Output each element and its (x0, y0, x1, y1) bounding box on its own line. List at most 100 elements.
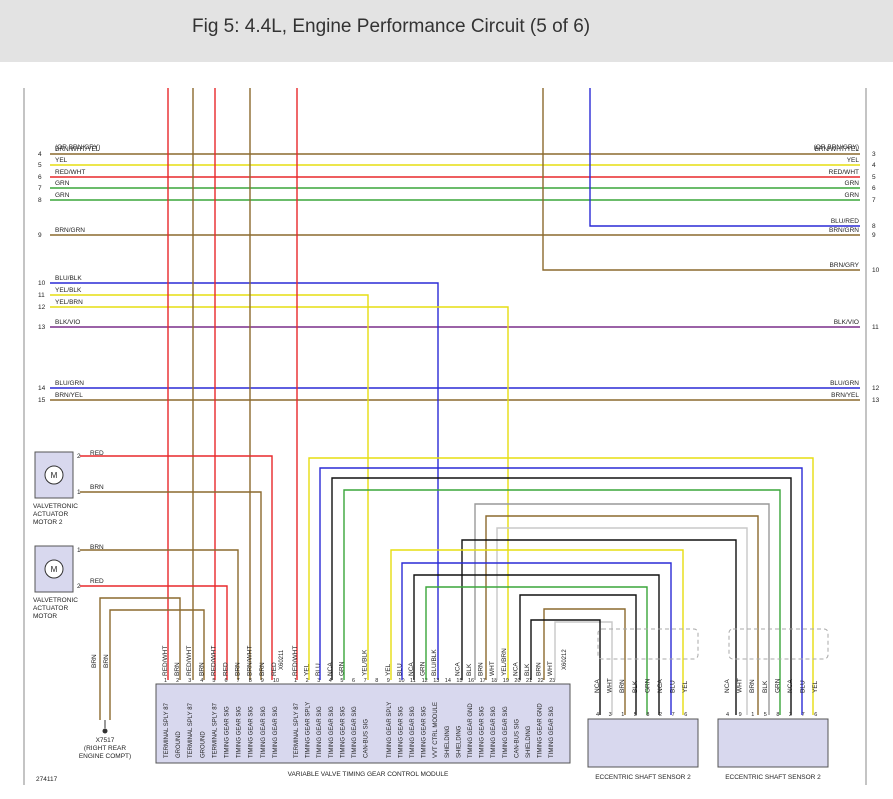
sensor-pin-wire: BLK (762, 680, 769, 693)
module-pin-number: 7 (237, 678, 240, 684)
module-pin-number: 18 (491, 678, 497, 684)
sensor-pin-number: 8 (646, 712, 649, 718)
sensor-pin-wire: WHT (737, 678, 744, 693)
module-pin-wire: NCA (408, 662, 415, 676)
sensor-wire (461, 539, 737, 715)
module-pin-wire: BRN/WHT (247, 646, 254, 676)
module-pin-wire: YEL/BRN (501, 648, 508, 676)
right-wire-label: YEL (847, 157, 860, 164)
motor-icon (44, 559, 64, 579)
sensor-pin-number: 4 (596, 712, 599, 718)
wire-blu-red (589, 88, 860, 227)
sensor-pin-wire: GRN (644, 678, 651, 693)
motor-label: MOTOR 2 (33, 519, 63, 526)
module-pin-number: 2 (306, 678, 309, 684)
module-pin-number: 6 (225, 678, 228, 684)
motor-label: MOTOR (33, 613, 57, 620)
right-pin-number: 9 (872, 232, 876, 239)
module-pin-function: TIMING GEAR SPLY (306, 702, 312, 758)
left-wire-label: BRN/YEL (55, 392, 83, 399)
module-pin-wire: WHT (547, 661, 554, 676)
module-pin-wire: NCA (327, 662, 334, 676)
sensor-pin-wire: YEL (682, 680, 689, 693)
sensor-pin-wire: NCA (657, 679, 664, 693)
sensor-pin-wire: GRN (774, 678, 781, 693)
sensor-wire (496, 527, 748, 715)
sensor-pin-number: 1 (751, 712, 754, 718)
module-pin-wire: GRN (338, 661, 345, 676)
module-pin-wire: BRN (478, 662, 485, 676)
module-pin-number: 23 (549, 678, 555, 684)
ground-label: (RIGHT REAR (84, 745, 126, 752)
module-pin-wire: BLK (524, 663, 531, 676)
sensor-pin-number: 1 (621, 712, 624, 718)
motor-symbol: M (51, 471, 58, 480)
left-wire-label: BLU/GRN (55, 380, 84, 387)
module-pin-number: 10 (273, 678, 279, 684)
module-pin-wire: RED/WHT (210, 646, 217, 676)
module-pin-function: TIMING GEAR SIG (422, 706, 428, 758)
module-pin-number: 16 (468, 678, 474, 684)
sensor-pin-number: 2 (789, 712, 792, 718)
motor-pin: 1 (77, 547, 81, 554)
ground-wire-label: BRN (103, 654, 110, 668)
module-pin-number: 9 (261, 678, 264, 684)
module-pin-function: SHIELDING (445, 725, 451, 758)
module-pin-function: TIMING GEAR SIG (352, 706, 358, 758)
ground-label: ENGINE COMPT) (79, 753, 131, 760)
control-module-label: VARIABLE VALVE TIMING GEAR CONTROL MODUL… (288, 771, 449, 778)
sensor-wire (390, 549, 684, 715)
motor-wire-label: BRN (90, 544, 104, 551)
left-pin-number: 12 (38, 304, 46, 311)
module-pin-function: GROUND (176, 731, 182, 758)
sensor-pin-number: 9 (739, 712, 742, 718)
right-wire-label: BRN/YEL (831, 392, 859, 399)
module-pin-number: 4 (329, 678, 332, 684)
left-wire-label: BLK/VIO (55, 319, 80, 326)
motor-pin: 2 (77, 583, 81, 590)
module-pin-function: SHIELDING (456, 725, 462, 758)
module-pin-wire: NCA (454, 662, 461, 676)
module-pin-wire: WHT (489, 661, 496, 676)
wire-yel-blk (50, 294, 369, 680)
control-module-box (155, 683, 571, 764)
module-pin-function: TIMING GEAR SIG (237, 706, 243, 758)
module-pin-function: TERMINAL SPLY 87 (164, 702, 170, 758)
module-pin-wire: BRN (536, 662, 543, 676)
sensor-wire (401, 562, 672, 715)
module-pin-function: TIMING GEAR SIG (225, 706, 231, 758)
module-pin-wire: BRN (198, 662, 205, 676)
module-pin-number: 15 (456, 678, 462, 684)
left-wire-label: YEL (55, 157, 68, 164)
sensor-wire (543, 608, 626, 715)
module-pin-function: TIMING GEAR SPLY (387, 702, 393, 758)
left-wire-label: BRN/WHT/YEL (55, 146, 100, 153)
left-wire-label: BLU/BLK (55, 275, 82, 282)
sensor-pin-wire: BRN (749, 679, 756, 693)
module-pin-function: TIMING GEAR SIG (398, 706, 404, 758)
module-pin-number: 12 (422, 678, 428, 684)
module-pin-function: TIMING GEAR SIG (410, 706, 416, 758)
motor-pin: 2 (77, 453, 81, 460)
module-pin-function: TERMINAL SPLY 87 (212, 702, 218, 758)
sensor-pin-number: 7 (672, 712, 675, 718)
module-pin-wire: BRN (174, 662, 181, 676)
right-wire-label: GRN (845, 192, 860, 199)
wire-ground-1 (99, 597, 181, 720)
sensor-pin-number: 2 (659, 712, 662, 718)
module-pin-wire: YEL (304, 663, 311, 676)
sensor-pin-number: 5 (634, 712, 637, 718)
module-pin-function: GROUND (200, 731, 206, 758)
connector-label: X60211 (279, 649, 285, 670)
motor-wire-label: RED (90, 578, 104, 585)
module-pin-number: 5 (340, 678, 343, 684)
left-pin-number: 4 (38, 151, 42, 158)
module-pin-wire: RED (271, 662, 278, 676)
left-wire-label: BRN/GRN (55, 227, 85, 234)
module-pin-wire: BRN (235, 662, 242, 676)
sensor-wire (308, 457, 814, 715)
right-wire-label: BLK/VIO (834, 319, 859, 326)
sensor-wire (425, 586, 648, 715)
left-wire-label: GRN (55, 192, 70, 199)
module-pin-function: TIMING GEAR SIG (340, 706, 346, 758)
